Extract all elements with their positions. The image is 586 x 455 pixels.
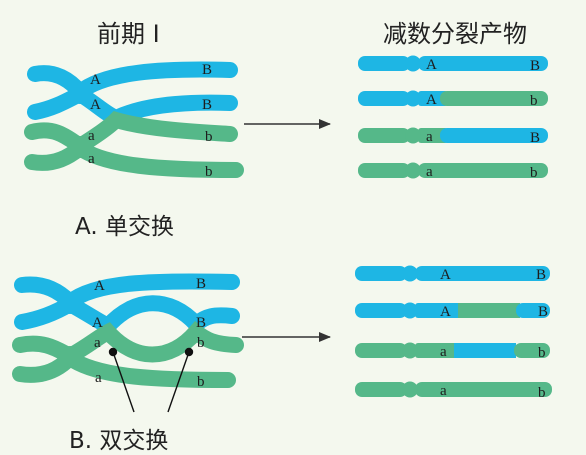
product-segment	[415, 343, 460, 358]
product-centromere	[402, 381, 418, 398]
product-segment	[440, 91, 548, 106]
product-segment	[418, 56, 548, 71]
product-label-left: a	[440, 383, 447, 399]
product-segment	[358, 56, 410, 71]
panelB-blue-chromatid-1	[14, 273, 240, 313]
panelB-gene-label: b	[197, 335, 205, 351]
panelB-gene-label: a	[94, 335, 101, 351]
panelA-gene-label: a	[88, 128, 95, 144]
product-segment	[358, 91, 410, 106]
product-label-left: A	[440, 267, 451, 283]
panelA-product-1: A B	[358, 55, 548, 74]
prophase-header: 前期 I	[97, 20, 160, 48]
panelA-products: A B A b a B	[358, 55, 548, 181]
product-label-left: A	[440, 304, 451, 320]
product-centromere	[402, 302, 418, 319]
product-segment	[415, 266, 550, 281]
product-segment	[418, 128, 448, 143]
product-segment	[440, 128, 548, 143]
product-segment	[355, 303, 407, 318]
panelB-pairing: A B A B a b a b	[12, 273, 244, 413]
panelB-gene-label: b	[197, 374, 205, 390]
panelA-gene-label: A	[90, 72, 101, 88]
panelA-gene-label: b	[205, 129, 213, 145]
panelA-product-3: a B	[358, 127, 548, 146]
product-centromere	[405, 162, 421, 179]
product-label-left: a	[426, 129, 433, 145]
product-centromere	[405, 55, 421, 72]
panelB-product-1: A B	[355, 265, 550, 283]
product-centromere	[405, 127, 421, 144]
product-label-left: A	[426, 57, 437, 73]
product-segment	[415, 382, 552, 397]
chiasma-dot	[108, 347, 118, 357]
panelB-gene-label: B	[196, 276, 206, 292]
product-label-right: B	[538, 304, 548, 320]
product-centromere	[402, 342, 418, 359]
panelB-centromere-green	[59, 346, 81, 368]
panelB-centromere-blue	[59, 292, 81, 314]
panelA-centromere-blue	[69, 82, 91, 104]
panelB-product-3: a b	[355, 342, 550, 361]
panelA-product-2: A b	[358, 90, 548, 109]
product-label-right: b	[530, 165, 538, 181]
product-label-right: b	[530, 93, 538, 109]
product-segment	[418, 163, 548, 178]
panelA-green-chromatid-2	[24, 137, 244, 178]
product-segment	[358, 128, 410, 143]
product-label-right: b	[538, 345, 546, 361]
product-label-left: A	[426, 92, 437, 108]
panelA-gene-label: b	[205, 164, 213, 180]
chiasma-dot	[184, 347, 194, 357]
product-label-right: B	[530, 58, 540, 74]
panelB-gene-label: A	[92, 315, 103, 331]
panelA-gene-label: a	[88, 151, 95, 167]
product-segment	[415, 303, 465, 318]
product-segment	[358, 163, 410, 178]
product-label-right: B	[530, 130, 540, 146]
caption-double-crossover: B. 双交换	[69, 428, 169, 454]
product-segment	[355, 382, 407, 397]
product-segment	[418, 91, 448, 106]
panelB-product-2: A B	[355, 302, 550, 320]
panelB-products: A B A B a b	[355, 265, 552, 401]
product-segment	[355, 343, 407, 358]
product-label-right: b	[538, 385, 546, 401]
products-header: 减数分裂产物	[383, 20, 527, 48]
product-centromere	[402, 265, 418, 282]
product-segment	[355, 266, 407, 281]
product-centromere	[405, 90, 421, 107]
caption-single-crossover: A. 单交换	[75, 214, 174, 240]
panelA-blue-chromatid-2	[27, 84, 238, 127]
panelA-pairing: A B A B a b a b	[24, 61, 244, 180]
product-segment	[514, 343, 550, 358]
product-segment	[458, 303, 520, 318]
product-label-left: a	[426, 164, 433, 180]
panelB-gene-label: A	[94, 278, 105, 294]
panelA-gene-label: B	[202, 62, 212, 78]
panelB-gene-label: B	[196, 315, 206, 331]
product-label-right: B	[536, 267, 546, 283]
product-segment	[516, 303, 550, 318]
chiasma-pointer-line	[112, 351, 135, 413]
panelA-gene-label: A	[90, 97, 101, 113]
chiasma-pointers	[108, 347, 194, 413]
chiasma-pointer-line	[167, 351, 190, 413]
panelA-green-chromatid-1	[24, 110, 238, 156]
product-label-left: a	[440, 344, 447, 360]
panelA-gene-label: B	[202, 97, 212, 113]
panelA-product-4: a b	[358, 162, 548, 181]
product-segment	[454, 343, 516, 358]
panelB-gene-label: a	[95, 370, 102, 386]
panelA-blue-chromatid-1	[27, 61, 238, 104]
panelB-product-4: a b	[355, 381, 552, 401]
panelA-centromere-green	[69, 136, 91, 158]
